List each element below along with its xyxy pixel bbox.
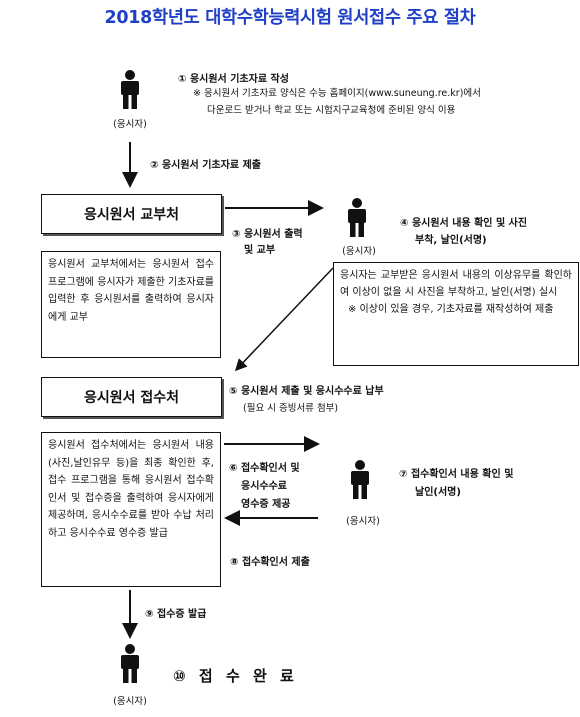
step-10-label: ⑩ 접 수 완 료 <box>173 667 298 685</box>
person-label: (응시자) <box>113 696 147 707</box>
person-label: (응시자) <box>113 119 147 130</box>
step-7-label: ⑦ 접수확인서 내용 확인 및 <box>399 469 514 480</box>
page-title: 2018학년도 대학수학능력시험 원서접수 주요 절차 <box>104 8 476 28</box>
person-icon <box>351 460 369 499</box>
step-6-label-cont2: 영수증 제공 <box>241 499 291 510</box>
receive-office-box: 응시원서 접수처 <box>41 377 222 417</box>
step-1-note-line2: 다운로드 받거나 학교 또는 시험지구교육청에 준비된 양식 이용 <box>207 105 456 116</box>
step-1-note-line1: ※ 응시원서 기초자료 양식은 수능 홈페이지(www.suneung.re.k… <box>193 88 481 99</box>
issue-office-description: 응시원서 교부처에서는 응시원서 접수 프로그램에 응시자가 제출한 기초자료를… <box>41 251 221 358</box>
check-description-text: 응시자는 교부받은 응시원서 내용의 이상유무를 확인하여 이상이 없을 시 사… <box>340 270 572 298</box>
step-6-label-cont1: 응시수수료 <box>241 481 287 492</box>
step-4-label: ④ 응시원서 내용 확인 및 사진 <box>400 218 528 229</box>
step-5-note: (필요 시 증빙서류 첨부) <box>243 403 339 414</box>
step-5-label: ⑤ 응시원서 제출 및 응시수수료 납부 <box>229 386 384 397</box>
person-label: (응시자) <box>342 246 376 257</box>
step-9-label: ⑨ 접수증 발급 <box>145 609 207 620</box>
receive-office-description: 응시원서 접수처에서는 응시원서 내용(사진,날인유무 등)을 최종 확인한 후… <box>41 432 221 587</box>
step-4-label-cont: 부착, 날인(서명) <box>415 235 487 246</box>
person-icon <box>121 644 139 683</box>
check-description: 응시자는 교부받은 응시원서 내용의 이상유무를 확인하여 이상이 없을 시 사… <box>333 262 579 366</box>
step-3-label: ③ 응시원서 출력 <box>232 229 303 240</box>
step-3-label-cont: 및 교부 <box>244 245 276 256</box>
step-6-label: ⑥ 접수확인서 및 <box>229 463 300 474</box>
step-2-label: ② 응시원서 기초자료 제출 <box>150 160 261 171</box>
person-label: (응시자) <box>346 516 380 527</box>
step-1-label: ① 응시원서 기초자료 작성 <box>178 74 289 85</box>
check-description-note: ※ 이상이 있을 경우, 기초자료를 재작성하여 제출 <box>348 304 554 315</box>
step-7-label-cont: 날인(서명) <box>415 487 461 498</box>
issue-office-box: 응시원서 교부처 <box>41 194 222 234</box>
person-icon <box>348 198 366 237</box>
step-8-label: ⑧ 접수확인서 제출 <box>230 557 310 568</box>
person-icon <box>121 70 139 109</box>
